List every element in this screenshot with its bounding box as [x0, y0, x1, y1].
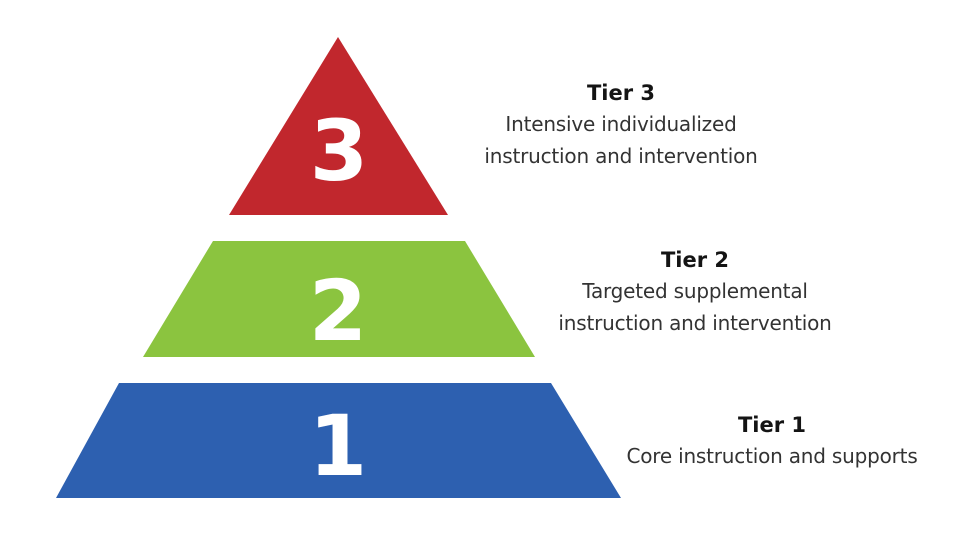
tier-3-segment: 3: [229, 37, 448, 215]
tier-3-description-line-2: instruction and intervention: [484, 144, 758, 168]
tier-1-trapezoid: [56, 383, 621, 498]
tier-1-label: Tier 1 Core instruction and supports: [626, 410, 917, 472]
tier-3-label: Tier 3 Intensive individualized instruct…: [484, 78, 757, 172]
tier-2-title: Tier 2: [660, 248, 730, 272]
tier-1-title: Tier 1: [737, 413, 807, 437]
tier-3-number: 3: [310, 102, 368, 200]
tier-2-description-line-2: instruction and intervention: [558, 311, 832, 335]
tier-3-description-line-1: Intensive individualized: [505, 112, 737, 136]
tier-2-description-line-1: Targeted supplemental: [582, 279, 808, 303]
tier-2-label: Tier 2 Targeted supplemental instruction…: [558, 245, 831, 339]
tier-1-number: 1: [309, 397, 367, 495]
tier-1-description: Core instruction and supports: [626, 444, 918, 468]
tier-3-triangle: [229, 37, 448, 215]
tier-3-title: Tier 3: [586, 81, 656, 105]
tier-2-number: 2: [309, 262, 367, 360]
tier-1-segment: 1: [56, 383, 621, 498]
tier-2-trapezoid: [143, 241, 535, 357]
tier-2-segment: 2: [143, 241, 535, 360]
